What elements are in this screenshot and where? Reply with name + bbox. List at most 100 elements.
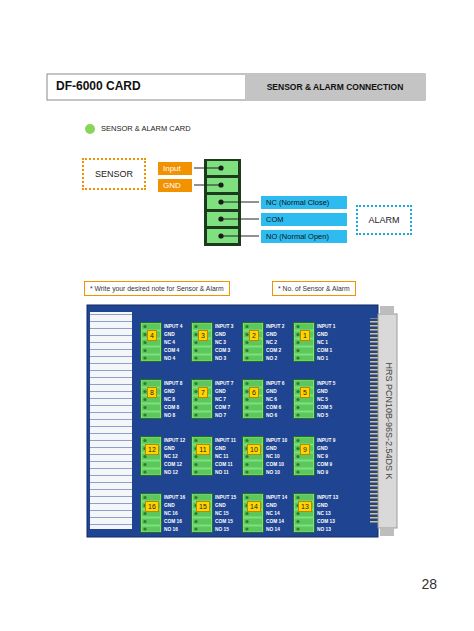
pin-name: NO 13 [317, 527, 331, 532]
callout-number: 14 [247, 501, 261, 512]
pin-name: NO 12 [164, 470, 178, 475]
edge-connector [378, 314, 397, 528]
pin-name: NC 15 [215, 511, 229, 516]
terminal-dot [218, 165, 223, 170]
terminal-block [243, 494, 264, 533]
pin-name: INPUT 1 [317, 324, 335, 329]
terminal-block [294, 494, 315, 533]
pin-name: GND [215, 503, 226, 508]
pin-name: COM 9 [317, 462, 332, 467]
pin-name: NC 9 [317, 454, 328, 459]
connector-bracket [380, 306, 394, 314]
pin-name: NO 2 [266, 356, 277, 361]
terminal-blocks [141, 323, 315, 533]
terminal-dots [218, 165, 223, 238]
node-text: 10 [250, 446, 258, 453]
node-text: Input [163, 164, 181, 173]
terminal-block [141, 323, 162, 362]
pin-name: GND [266, 446, 277, 451]
pin-name: COM 1 [317, 348, 332, 353]
node-text: 8 [150, 389, 154, 396]
pin-name: INPUT 4 [164, 324, 182, 329]
pin-name: NC 3 [215, 340, 226, 345]
pin-name: NO 16 [164, 527, 178, 532]
node-text: SENSOR [95, 169, 133, 179]
pin-name: GND [164, 389, 175, 394]
leader-line [221, 219, 259, 220]
callout-number: 5 [300, 387, 310, 398]
section-label: SENSOR & ALARM CARD [101, 125, 191, 133]
pin-name: GND [266, 503, 277, 508]
node-text: ALARM [368, 215, 399, 225]
node-text: * Write your desired note for Sensor & A… [90, 285, 224, 292]
pin-name: NC 10 [266, 454, 280, 459]
terminal-block [243, 437, 264, 476]
header-band: SENSOR & ALARM CONNECTION [245, 74, 425, 100]
connector-part-number: HRS PCN10B-96S-2.54DS K [383, 321, 393, 521]
terminal-block [192, 494, 213, 533]
pin-name: INPUT 11 [215, 438, 236, 443]
pin-name: INPUT 10 [266, 438, 287, 443]
pin-name: NO 11 [215, 470, 229, 475]
callout-number: 9 [300, 444, 310, 455]
callout-number: 4 [147, 330, 157, 341]
sensor-box: SENSOR [82, 158, 146, 190]
pin-name: NO 1 [317, 356, 328, 361]
terminal-dot [218, 216, 223, 221]
leader-line [221, 236, 259, 237]
callout-number: 8 [147, 387, 157, 398]
pin-name: NO 15 [215, 527, 229, 532]
callout-box: * No. of Sensor & Alarm [272, 281, 356, 296]
node-text: 3 [201, 332, 205, 339]
node-text: 5 [303, 389, 307, 396]
terminal-block [192, 323, 213, 362]
pin-name: NO 8 [164, 413, 175, 418]
page-title: DF-6000 CARD [56, 80, 141, 93]
pin-name: GND [164, 446, 175, 451]
callout-number: 1 [300, 330, 310, 341]
pin-name: GND [317, 332, 328, 337]
terminal-block [141, 437, 162, 476]
pin-name: NC 12 [164, 454, 178, 459]
node-text: NC (Normal Close) [266, 198, 329, 207]
pin-name: NC 7 [215, 397, 226, 402]
node-text: 11 [199, 446, 206, 453]
callout-number: 7 [198, 387, 208, 398]
pin-name: NC 14 [266, 511, 280, 516]
pin-name: INPUT 12 [164, 438, 185, 443]
pin-name: INPUT 14 [266, 495, 287, 500]
callout-number: 15 [196, 501, 210, 512]
callout-number: 2 [249, 330, 259, 341]
pin-name: COM 12 [164, 462, 182, 467]
terminal-dot [218, 233, 223, 238]
pin-name: NO 10 [266, 470, 280, 475]
terminal-block [294, 437, 315, 476]
node-text: GND [163, 181, 181, 190]
pcb-card [87, 305, 397, 537]
pin-name: NC 11 [215, 454, 228, 459]
node-text: * No. of Sensor & Alarm [278, 285, 350, 292]
pcb-board [87, 305, 378, 537]
pin-name: COM 13 [317, 519, 335, 524]
node-text: 6 [252, 389, 256, 396]
terminal-block [294, 380, 315, 419]
terminal-block [243, 380, 264, 419]
terminal-block [294, 323, 315, 362]
node-text: 13 [301, 503, 309, 510]
node-text: NO (Normal Open) [266, 232, 329, 241]
callout-number: 16 [145, 501, 159, 512]
node-text: COM [266, 215, 284, 224]
leader-line [194, 168, 221, 169]
pin-name: NC 2 [266, 340, 277, 345]
pin-name: GND [164, 332, 175, 337]
terminal-block [141, 380, 162, 419]
leader-line [221, 202, 259, 203]
pin-name: NC 16 [164, 511, 178, 516]
pin-name: INPUT 16 [164, 495, 185, 500]
pin-name: INPUT 15 [215, 495, 236, 500]
pin-name: NO 9 [317, 470, 328, 475]
pin-name: COM 5 [317, 405, 332, 410]
node-text: 4 [150, 332, 154, 339]
node-text: 1 [303, 332, 307, 339]
leader-line [194, 185, 221, 186]
